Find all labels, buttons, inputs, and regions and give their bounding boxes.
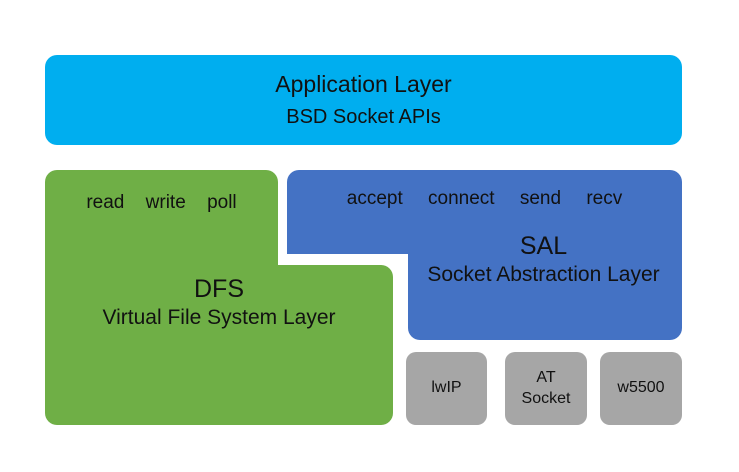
sal-label-group: SAL Socket Abstraction Layer <box>405 232 682 287</box>
backend-box-w5500-line-1: w5500 <box>617 379 665 397</box>
sal-layer-block[interactable]: accept connect send recv SAL Socket Abst… <box>287 170 682 340</box>
dfs-label-group: DFS Virtual File System Layer <box>45 275 393 330</box>
sal-api-send: send <box>519 188 562 209</box>
backend-box-at-socket-line-2: Socket <box>521 389 571 407</box>
sal-api-accept: accept <box>346 188 403 209</box>
backend-box-at-socket[interactable]: AT Socket <box>505 352 587 425</box>
sal-api-recv: recv <box>586 188 623 209</box>
dfs-full-name: Virtual File System Layer <box>102 305 336 329</box>
sal-api-connect: connect <box>428 188 495 209</box>
sal-acronym: SAL <box>519 232 568 260</box>
sal-lower-section <box>408 230 682 340</box>
application-layer-block[interactable]: Application Layer BSD Socket APIs <box>45 55 682 145</box>
sal-step-fill <box>287 230 408 254</box>
backend-box-lwip-line-1: lwIP <box>431 379 462 397</box>
dfs-api-list: read write poll <box>45 192 278 214</box>
sal-api-list: accept connect send recv <box>287 188 682 210</box>
backend-box-at-socket-line-1: AT <box>536 368 556 386</box>
dfs-acronym: DFS <box>194 275 244 303</box>
backend-box-w5500[interactable]: w5500 <box>600 352 682 425</box>
dfs-api-poll: poll <box>207 192 237 213</box>
backend-box-lwip[interactable]: lwIP <box>406 352 487 425</box>
application-layer-title: Application Layer <box>275 71 452 98</box>
dfs-api-read: read <box>86 192 125 213</box>
dfs-lower-section <box>45 265 393 425</box>
dfs-api-write: write <box>145 192 186 213</box>
sal-full-name: Socket Abstraction Layer <box>427 262 660 286</box>
dfs-layer-block[interactable]: read write poll DFS Virtual File System … <box>45 170 393 425</box>
application-layer-subtitle: BSD Socket APIs <box>286 105 441 128</box>
